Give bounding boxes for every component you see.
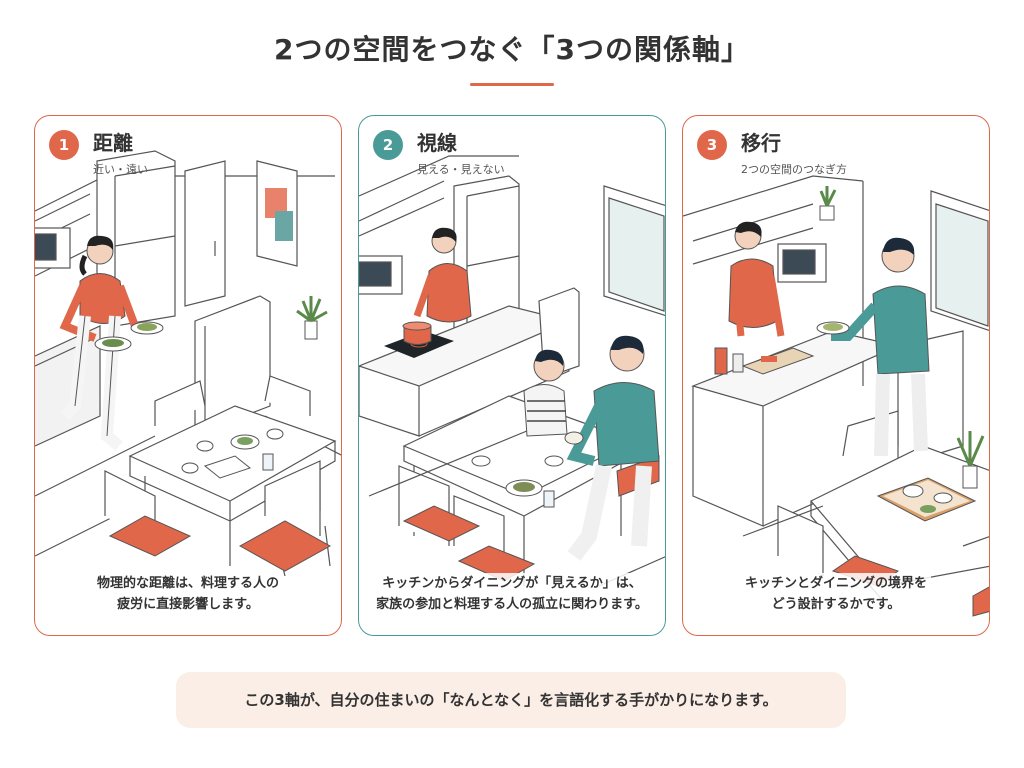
page-title: 2つの空間をつなぐ「3つの関係軸」 <box>274 33 750 66</box>
distance-illustration <box>35 150 341 577</box>
panel-number-badge: 1 <box>49 130 79 160</box>
caption-line-2: どう設計するかです。 <box>767 594 905 615</box>
transition-illustration <box>683 175 989 617</box>
panel-caption: キッチンからダイニングが「見えるか」は、 家族の参加と料理する人の孤立に関わりま… <box>359 573 665 615</box>
panel-title: 視線 <box>417 131 457 155</box>
panel-number-badge: 3 <box>697 130 727 160</box>
panel-caption: キッチンとダイニングの境界を どう設計するかです。 <box>683 573 989 615</box>
sightline-illustration <box>359 155 665 587</box>
summary-banner: この3軸が、自分の住まいの「なんとなく」を言語化する手がかりになります。 <box>176 672 846 728</box>
caption-line-1: キッチンとダイニングの境界を <box>740 573 931 594</box>
caption-line-2: 疲労に直接影響します。 <box>113 594 263 615</box>
panel-title: 距離 <box>93 131 133 155</box>
panel-title: 移行 <box>741 131 781 155</box>
panel-caption: 物理的な距離は、料理する人の 疲労に直接影響します。 <box>35 573 341 615</box>
panel-number-badge: 2 <box>373 130 403 160</box>
caption-line-2: 家族の参加と料理する人の孤立に関わります。 <box>372 594 652 615</box>
title-underline <box>470 83 554 86</box>
panel-transition: 3 移行 2つの空間のつなぎ方 キッチンとダイニングの境界を どう設計するかです… <box>682 115 990 636</box>
caption-line-1: 物理的な距離は、料理する人の <box>92 573 283 594</box>
caption-line-1: キッチンからダイニングが「見えるか」は、 <box>378 573 646 594</box>
panel-subtitle: 近い・遠い <box>93 163 148 176</box>
panel-subtitle: 見える・見えない <box>417 163 505 176</box>
panel-subtitle: 2つの空間のつなぎ方 <box>741 163 847 176</box>
panel-sightline: 2 視線 見える・見えない キッチンからダイニングが「見えるか」は、 家族の参加… <box>358 115 666 636</box>
panel-distance: 1 距離 近い・遠い 物理的な距離は、料理する人の 疲労に直接影響します。 <box>34 115 342 636</box>
